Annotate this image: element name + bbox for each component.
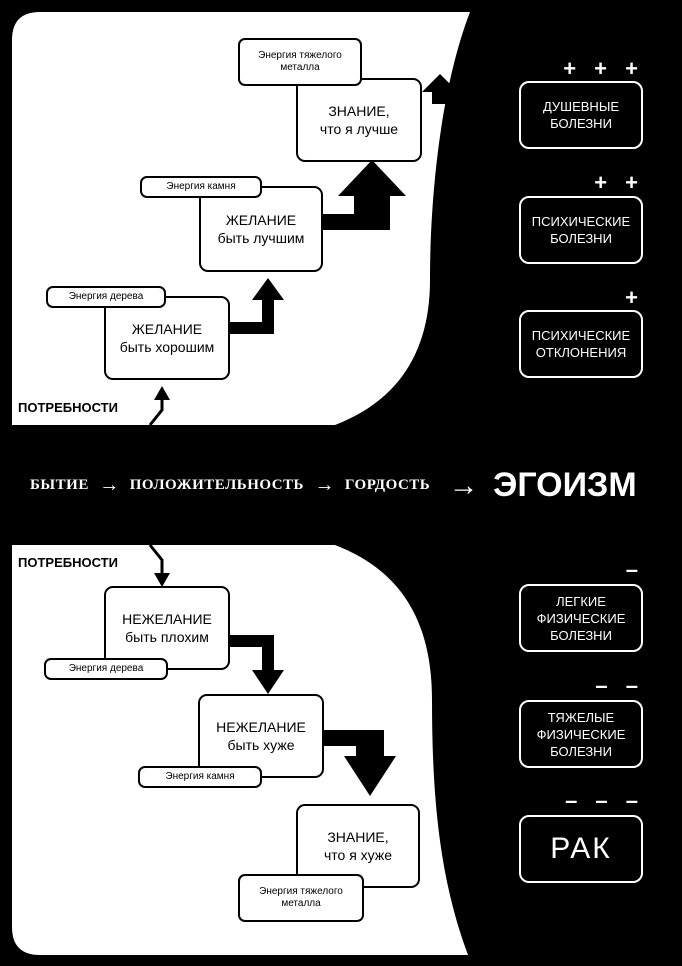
top-word-letter: О	[462, 238, 476, 258]
disease-line: БОЛЕЗНИ	[550, 627, 612, 643]
disease-line: ДУШЕВНЫЕ	[542, 99, 620, 114]
top-vertical-word: Б Е С С Т Ы Д С Т В О	[457, 44, 481, 257]
top-signs-1: + + +	[563, 56, 644, 81]
bottom-signs-2: – –	[595, 673, 644, 698]
top-word-letter: С	[462, 179, 476, 199]
bottom-energy-2: Энергия камня	[138, 766, 262, 788]
disease-box-heavy-physical: ТЯЖЕЛЫЕ ФИЗИЧЕСКИЕ БОЛЕЗНИ	[519, 700, 643, 768]
top-word-letter: В	[462, 218, 476, 238]
bottom-word-letter: С	[465, 793, 479, 812]
disease-line: ОТКЛОНЕНИЯ	[535, 345, 627, 360]
bottom-step-3-title: ЗНАНИЕ,	[327, 829, 389, 845]
bottom-word-letter: Д	[465, 859, 479, 878]
disease-line: ПСИХИЧЕСКИЕ	[531, 214, 631, 229]
bottom-needs-label: ПОТРЕБНОСТИ	[18, 555, 118, 570]
bottom-energy-1: Энергия дерева	[44, 658, 168, 680]
bottom-energy-3-line2: металла	[281, 898, 321, 909]
center-chain: БЫТИЕ → ПОЛОЖИТЕЛЬНОСТЬ → ГОРДОСТЬ → ЭГО…	[30, 466, 637, 505]
center-pride: ГОРДОСТЬ	[344, 477, 431, 493]
top-step-1-title: ЖЕЛАНИЕ	[131, 321, 203, 337]
top-energy-3-line1: Энергия тяжелого	[258, 50, 342, 61]
bottom-step-1: НЕЖЕЛАНИЕ быть плохим	[104, 586, 230, 670]
disease-line: БОЛЕЗНИ	[550, 116, 612, 131]
top-energy-2: Энергия камня	[140, 176, 262, 198]
top-word-letter: Д	[462, 160, 476, 180]
top-signs-2: + +	[594, 170, 644, 195]
center-arrow-1: →	[99, 474, 120, 496]
top-needs-label: ПОТРЕБНОСТИ	[18, 400, 118, 415]
bottom-signs-1: –	[625, 557, 644, 582]
center-being: БЫТИЕ	[30, 477, 89, 493]
top-word-letter: Т	[463, 121, 475, 141]
top-step-arrow-2	[320, 160, 406, 230]
center-arrow-2: →	[314, 474, 335, 496]
disease-box-light-physical: ЛЕГКИЕ ФИЗИЧЕСКИЕ БОЛЕЗНИ	[519, 584, 643, 652]
top-word-letter: Б	[462, 44, 476, 63]
bottom-vertical-word: С Т Ы Д	[460, 792, 484, 880]
top-energy-3: Энергия тяжелого металла	[238, 38, 362, 86]
top-step-arrow-1	[226, 278, 284, 334]
top-step-1-subtitle: быть хорошим	[119, 339, 215, 355]
top-needs-arrowhead	[154, 386, 170, 400]
top-step-2-subtitle: быть лучшим	[217, 230, 305, 246]
center-egoism: ЭГОИЗМ	[493, 466, 637, 504]
top-step-3-subtitle: что я лучше	[319, 121, 399, 137]
bottom-step-arrow-1	[226, 635, 284, 694]
disease-box-cancer: РАК	[519, 815, 643, 883]
bottom-step-3-subtitle: что я хуже	[323, 847, 392, 863]
bottom-signs-3: – – –	[565, 788, 644, 813]
bottom-word-letter: Т	[466, 815, 478, 834]
bottom-step-1-title: НЕЖЕЛАНИЕ	[122, 611, 212, 627]
disease-box-deviations: ПСИХИЧЕСКИЕ ОТКЛОНЕНИЯ	[519, 310, 643, 378]
top-word-arrow	[422, 74, 458, 104]
disease-line: ФИЗИЧЕСКИЕ	[536, 726, 626, 742]
disease-line: ПСИХИЧЕСКИЕ	[531, 328, 631, 343]
bottom-step-2-subtitle: быть хуже	[227, 737, 295, 753]
bottom-step-arrow-2	[322, 730, 396, 796]
disease-line-cancer: РАК	[550, 832, 612, 865]
disease-box-psychic: ПСИХИЧЕСКИЕ БОЛЕЗНИ	[519, 196, 643, 264]
top-word-letter: Т	[463, 199, 475, 219]
bottom-step-2: НЕЖЕЛАНИЕ быть хуже	[198, 694, 324, 778]
bottom-step-2-title: НЕЖЕЛАНИЕ	[216, 719, 306, 735]
top-word-letter: С	[462, 82, 476, 102]
disease-box-mental: ДУШЕВНЫЕ БОЛЕЗНИ	[519, 81, 643, 149]
bottom-energy-3: Энергия тяжелого металла	[238, 874, 364, 922]
top-signs-3: +	[625, 285, 644, 310]
bottom-needs-arrow	[148, 544, 164, 575]
top-step-2: ЖЕЛАНИЕ быть лучшим	[199, 186, 323, 272]
top-needs-arrow	[148, 398, 164, 426]
top-energy-1: Энергия дерева	[46, 286, 166, 308]
top-step-3: ЗНАНИЕ, что я лучше	[296, 78, 422, 162]
disease-line: ЛЕГКИЕ	[556, 593, 606, 609]
top-word-letter: С	[462, 102, 476, 122]
bottom-step-1-subtitle: быть плохим	[125, 629, 209, 645]
center-arrow-big: →	[448, 468, 479, 502]
center-positivity: ПОЛОЖИТЕЛЬНОСТЬ	[129, 477, 304, 493]
bottom-energy-3-line1: Энергия тяжелого	[259, 886, 343, 897]
top-energy-3-line2: металла	[280, 62, 320, 73]
top-step-3-title: ЗНАНИЕ,	[328, 103, 390, 119]
top-word-letter: Е	[463, 63, 475, 83]
disease-line: ТЯЖЕЛЫЕ	[547, 709, 615, 725]
top-step-1: ЖЕЛАНИЕ быть хорошим	[104, 296, 230, 380]
disease-line: ФИЗИЧЕСКИЕ	[536, 610, 626, 626]
disease-line: БОЛЕЗНИ	[550, 231, 612, 246]
bottom-word-letter: Ы	[463, 837, 481, 856]
disease-line: БОЛЕЗНИ	[550, 743, 612, 759]
bottom-needs-arrowhead	[154, 573, 170, 587]
top-step-2-title: ЖЕЛАНИЕ	[225, 212, 297, 228]
top-word-letter: Ы	[460, 141, 478, 161]
